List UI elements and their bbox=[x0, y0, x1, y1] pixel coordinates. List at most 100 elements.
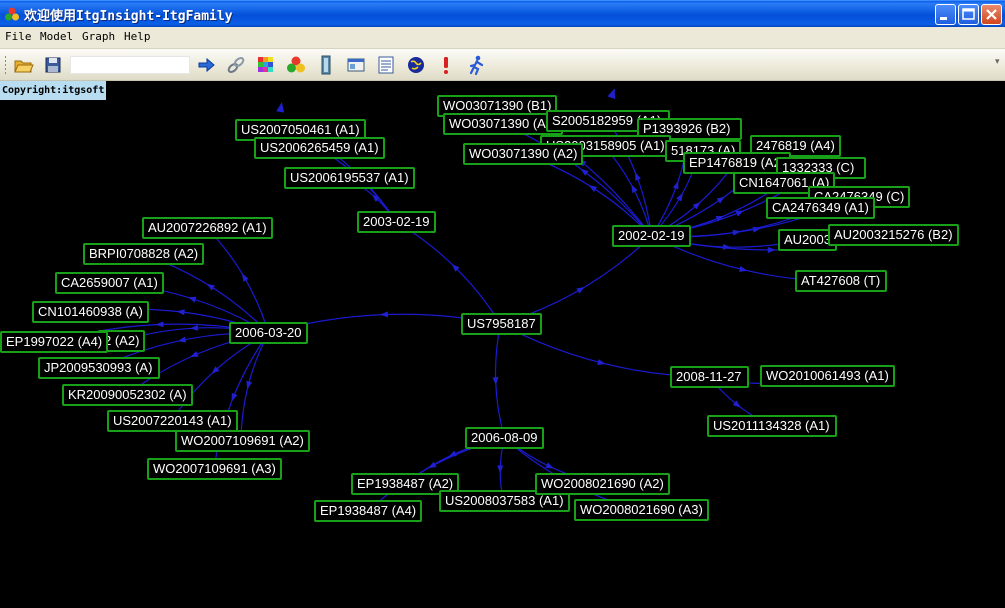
save-icon bbox=[45, 57, 61, 73]
edge-arrow-icon bbox=[176, 309, 185, 316]
edge-arrow-icon bbox=[631, 184, 638, 194]
menu-graph[interactable]: Graph bbox=[82, 30, 116, 43]
title-bar[interactable]: 欢迎使用ItgInsight-ItgFamily bbox=[0, 0, 1005, 27]
edge-arrow-icon bbox=[692, 201, 701, 210]
window-button[interactable] bbox=[345, 54, 367, 76]
close-button[interactable] bbox=[981, 4, 1002, 25]
groups-button[interactable] bbox=[285, 54, 307, 76]
graph-patent-node[interactable]: AU2003 bbox=[778, 229, 837, 251]
graph-patent-node[interactable]: US2007220143 (A1) bbox=[107, 410, 238, 432]
graph-patent-node[interactable]: EP1938487 (A2) bbox=[351, 473, 460, 495]
copyright-label: Copyright:itgsoft bbox=[0, 81, 107, 100]
graph-date-node[interactable]: 2008-11-27 bbox=[670, 366, 749, 388]
graph-patent-node[interactable]: WO2007109691 (A3) bbox=[147, 458, 282, 480]
graph-patent-node[interactable]: CN101460938 (A) bbox=[32, 301, 149, 323]
edge-arrow-icon bbox=[451, 263, 460, 272]
edge-arrow-icon bbox=[155, 321, 164, 328]
minimize-button[interactable] bbox=[935, 4, 956, 25]
graph-patent-node[interactable]: 1332333 (C) bbox=[776, 157, 866, 179]
graph-patent-node[interactable]: CA2476349 (A1) bbox=[766, 197, 875, 219]
graph-date-node[interactable]: 2002-02-19 bbox=[612, 225, 691, 247]
graph-patent-node[interactable]: WO2008021690 (A3) bbox=[574, 499, 709, 521]
run-button[interactable] bbox=[465, 54, 487, 76]
graph-edge bbox=[603, 145, 653, 237]
column-icon bbox=[321, 55, 331, 75]
link-icon bbox=[227, 57, 245, 73]
alert-icon bbox=[444, 57, 448, 74]
document-button[interactable] bbox=[375, 54, 397, 76]
graph-patent-node[interactable]: 2476819 (A4) bbox=[750, 135, 841, 157]
graph-patent-node[interactable]: US2011134328 (A1) bbox=[707, 415, 837, 437]
graph-patent-node[interactable]: US2007050461 (A1) bbox=[235, 119, 366, 141]
graph-patent-node[interactable]: BRPI0708828 (A2) bbox=[83, 243, 205, 265]
menu-file[interactable]: File bbox=[5, 30, 32, 43]
graph-patent-node[interactable]: EP1476819 (A2) bbox=[683, 152, 792, 174]
graph-patent-node[interactable]: JP2009530993 (A) bbox=[38, 357, 160, 379]
edge-arrow-icon bbox=[580, 168, 589, 176]
edge-arrow-icon bbox=[767, 246, 776, 253]
edge-arrow-icon bbox=[190, 324, 199, 331]
edge-arrow-icon bbox=[672, 181, 679, 190]
edge-arrow-icon bbox=[588, 185, 598, 192]
graph-patent-node[interactable]: EP1997022 (A4) bbox=[0, 331, 109, 353]
edge-arrow-icon bbox=[738, 266, 748, 272]
edge-arrow-icon bbox=[607, 88, 616, 100]
toolbar-overflow-icon[interactable]: ▾ bbox=[995, 57, 1000, 67]
graph-patent-node[interactable]: US2006265459 (A1) bbox=[254, 137, 385, 159]
graph-patent-node[interactable]: AU2003215276 (B2) bbox=[828, 224, 959, 246]
column-button[interactable] bbox=[315, 54, 337, 76]
graph-patent-node[interactable]: US2006195537 (A1) bbox=[284, 167, 415, 189]
window-title: 欢迎使用ItgInsight-ItgFamily bbox=[24, 9, 233, 24]
menu-bar: File Model Graph Help bbox=[0, 27, 1005, 49]
graph-date-node[interactable]: 2006-03-20 bbox=[229, 322, 308, 344]
edge-arrow-icon bbox=[732, 400, 741, 408]
graph-patent-node[interactable]: AT427608 (T) bbox=[795, 270, 887, 292]
edge-arrow-icon bbox=[597, 359, 606, 365]
menu-model[interactable]: Model bbox=[40, 30, 74, 43]
graph-patent-node[interactable]: P1393926 (B2) bbox=[637, 118, 742, 140]
open-button[interactable] bbox=[12, 54, 34, 76]
graph-patent-node[interactable]: WO03071390 (A2) bbox=[463, 143, 584, 165]
edge-arrow-icon bbox=[371, 194, 380, 202]
edge-arrow-icon bbox=[497, 465, 504, 474]
graph-patent-node[interactable]: CA2659007 (A1) bbox=[55, 272, 164, 294]
groups-icon bbox=[287, 56, 305, 73]
graph-patent-node[interactable]: WO2007109691 (A2) bbox=[175, 430, 310, 452]
edge-arrow-icon bbox=[492, 377, 499, 386]
app-icon bbox=[5, 7, 19, 21]
graph-edge bbox=[396, 221, 502, 325]
runner-icon bbox=[469, 55, 484, 76]
edge-arrow-icon bbox=[177, 336, 187, 343]
edge-arrow-icon bbox=[732, 229, 741, 236]
graph-patent-node[interactable]: KR20090052302 (A) bbox=[62, 384, 193, 406]
graph-patent-node[interactable]: WO2010061493 (A1) bbox=[760, 365, 895, 387]
graph-date-node[interactable]: 2006-08-09 bbox=[465, 427, 544, 449]
open-folder-icon bbox=[14, 60, 34, 73]
edge-arrow-icon bbox=[545, 462, 554, 469]
graph-root-node[interactable]: US7958187 bbox=[461, 313, 542, 335]
save-button[interactable] bbox=[42, 54, 64, 76]
graph-patent-node[interactable]: WO03071390 (A3) bbox=[443, 113, 564, 135]
toolbar-grip[interactable] bbox=[4, 55, 7, 75]
globe-button[interactable] bbox=[405, 54, 427, 76]
graph-patent-node[interactable]: AU2007226892 (A1) bbox=[142, 217, 273, 239]
edge-arrow-icon bbox=[576, 287, 585, 294]
graph-patent-node[interactable]: WO2008021690 (A2) bbox=[535, 473, 670, 495]
link-button[interactable] bbox=[225, 54, 247, 76]
graph-patent-node[interactable]: EP1938487 (A4) bbox=[314, 500, 423, 522]
alert-button[interactable] bbox=[435, 54, 457, 76]
menu-help[interactable]: Help bbox=[124, 30, 151, 43]
path-input[interactable] bbox=[70, 56, 190, 74]
color-grid-button[interactable] bbox=[255, 54, 277, 76]
maximize-icon bbox=[962, 8, 975, 20]
graph-date-node[interactable]: 2003-02-19 bbox=[357, 211, 436, 233]
edge-arrow-icon bbox=[428, 461, 437, 469]
edge-arrow-icon bbox=[715, 215, 725, 222]
maximize-button[interactable] bbox=[958, 4, 979, 25]
graph-patent-node[interactable]: WO03071390 (B1) bbox=[437, 95, 558, 117]
color-grid-icon bbox=[258, 57, 273, 72]
go-button[interactable] bbox=[195, 54, 217, 76]
edge-arrow-icon bbox=[276, 102, 285, 113]
edge-arrow-icon bbox=[246, 380, 253, 390]
graph-patent-node[interactable]: US2008037583 (A1) bbox=[439, 490, 570, 512]
